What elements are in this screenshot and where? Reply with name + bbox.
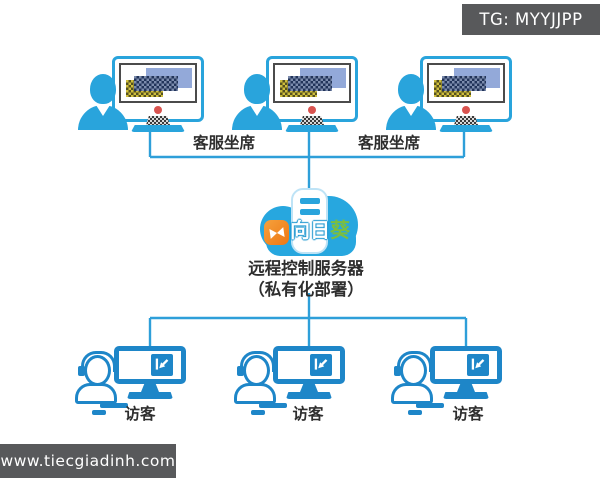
agent-monitor (112, 56, 204, 122)
person-head (398, 74, 424, 104)
visitor-person-icon (233, 350, 289, 415)
telegram-watermark-text: TG: MYYJJPP (479, 10, 583, 29)
monitor-stand-base (131, 125, 185, 132)
phone-line (299, 209, 320, 215)
brand-name-green: 葵 (330, 218, 350, 242)
headset-earcup (237, 366, 244, 376)
agent-monitor-screen (119, 63, 197, 103)
agent-workstation (386, 52, 536, 144)
monitor-stand-base (127, 392, 173, 399)
monitor-stand-neck (146, 116, 170, 125)
visitor-monitor (430, 346, 502, 384)
person-head (244, 74, 270, 104)
person-body (75, 383, 117, 404)
camera-dot (154, 106, 162, 114)
brand-name: 向日葵 (290, 220, 350, 240)
camera-dot (462, 106, 470, 114)
agent-monitor (420, 56, 512, 122)
monitor-stand-base (286, 392, 332, 399)
person-head (243, 355, 270, 386)
telegram-watermark-badge: TG: MYYJJPP (462, 4, 600, 35)
person-body (386, 105, 436, 130)
agent-workstation (232, 52, 382, 144)
incoming-control-icon (467, 354, 489, 376)
monitor-stand-base (443, 392, 489, 399)
agent-monitor-screen (427, 63, 505, 103)
visitor-workstation (74, 344, 224, 416)
agent-workstation (78, 52, 228, 144)
agent-monitor (266, 56, 358, 122)
screen-window-navy (441, 75, 486, 91)
person-head (84, 355, 111, 386)
headset-icon (81, 351, 116, 372)
visitor-workstation (390, 344, 540, 416)
monitor-stand-base (439, 125, 493, 132)
visitor-person-icon (390, 350, 446, 415)
headset-icon (397, 351, 432, 372)
screen-window-navy (287, 75, 332, 91)
flag-glyph (268, 226, 285, 239)
monitor-stand-neck (454, 116, 478, 125)
visitor-label: 访客 (124, 405, 156, 423)
sunflower-cloud-logo: 向日葵 (258, 184, 362, 262)
person-body (78, 105, 128, 130)
camera-dot (308, 106, 316, 114)
server-phone-icon (291, 188, 328, 254)
monitor-stand-neck (457, 384, 475, 392)
monitor-stand-neck (141, 384, 159, 392)
visitor-workstation (233, 344, 383, 416)
agent-person-icon (232, 74, 284, 130)
agent-monitor-screen (273, 63, 351, 103)
incoming-control-icon (151, 354, 173, 376)
website-watermark-badge: www.tiecgiadinh.com (0, 444, 176, 478)
server-label-line2: （私有化部署） (248, 280, 364, 299)
phone-line (299, 198, 320, 204)
headset-icon (240, 351, 275, 372)
desk-line (251, 410, 265, 415)
headset-earcup (394, 366, 401, 376)
website-watermark-text: www.tiecgiadinh.com (0, 452, 176, 470)
visitor-drop-lines (148, 318, 468, 348)
monitor-stand-neck (300, 384, 318, 392)
monitor-stand-neck (300, 116, 324, 125)
person-body (391, 383, 433, 404)
person-head (400, 355, 427, 386)
visitor-monitor (114, 346, 186, 384)
monitor-stand-base (285, 125, 339, 132)
agent-person-icon (386, 74, 438, 130)
agent-label: 客服坐席 (357, 134, 421, 152)
person-body (234, 383, 276, 404)
person-body (232, 105, 282, 130)
server-label-line1: 远程控制服务器 (248, 259, 364, 278)
desk-line (100, 403, 128, 408)
sunflower-flag-icon (264, 220, 289, 245)
headset-earcup (78, 366, 85, 376)
desk-line (416, 403, 444, 408)
visitor-person-icon (74, 350, 130, 415)
visitor-label: 访客 (452, 405, 484, 423)
screen-window-navy (133, 75, 178, 91)
incoming-control-icon (310, 354, 332, 376)
brand-name-white: 向日 (290, 218, 330, 242)
agent-person-icon (78, 74, 130, 130)
server-label: 远程控制服务器 （私有化部署） (248, 258, 364, 300)
desk-line (408, 410, 422, 415)
desk-line (259, 403, 287, 408)
desk-line (92, 410, 106, 415)
agent-label: 客服坐席 (192, 134, 256, 152)
person-head (90, 74, 116, 104)
visitor-monitor (273, 346, 345, 384)
visitor-label: 访客 (292, 405, 324, 423)
